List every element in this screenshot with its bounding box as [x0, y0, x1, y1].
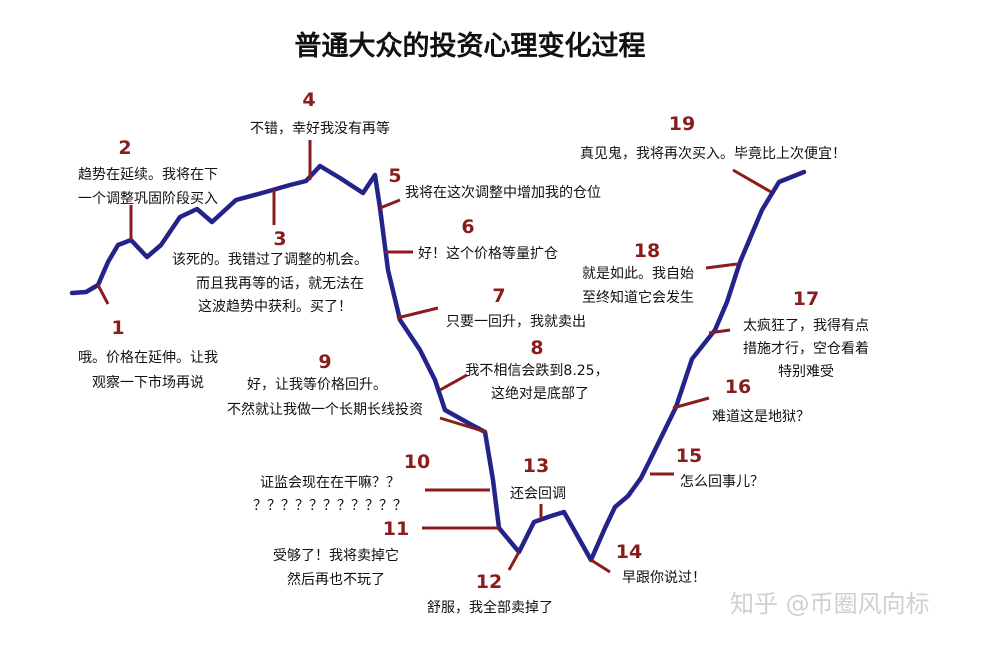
step-number: 18 — [634, 240, 660, 262]
step-text: 早跟你说过！ — [622, 570, 706, 586]
step-7: 7 只要一回升，我就卖出 — [446, 285, 586, 330]
step-number: 7 — [492, 285, 505, 307]
step-text: 特别难受 — [778, 364, 834, 380]
step-number: 4 — [302, 89, 315, 111]
connector-7 — [396, 306, 439, 320]
connector-ticks — [96, 140, 772, 574]
step-text: ？？？？？？？？？？？ — [253, 498, 407, 514]
step-number: 19 — [669, 113, 695, 135]
step-number: 6 — [461, 216, 474, 238]
step-text: 不错，幸好我没有再等 — [250, 120, 390, 137]
step-number: 12 — [476, 571, 502, 593]
diagram-title: 普通大众的投资心理变化过程 — [295, 30, 646, 62]
step-text: 怎么回事儿？ — [680, 474, 764, 490]
step-13: 13 还会回调 — [510, 455, 566, 502]
price-curve — [69, 163, 807, 563]
step-text: 好，让我等价格回升。 — [247, 376, 387, 393]
step-number: 1 — [111, 317, 124, 339]
step-number: 2 — [118, 137, 131, 159]
step-19: 19 真见鬼，我将再次买入。毕竟比上次便宜！ — [580, 113, 846, 162]
step-text: 哦。价格在延伸。让我 — [78, 350, 218, 366]
step-number: 11 — [383, 518, 409, 540]
watermark: 知乎 @币圈风向标 — [730, 590, 930, 618]
connector-5 — [379, 198, 401, 210]
step-text: 措施才行，空仓看着 — [743, 341, 869, 357]
step-text: 趋势在延续。我将在下 — [78, 166, 218, 183]
step-text: 这绝对是底部了 — [491, 385, 589, 402]
step-text: 而且我再等的话，就无法在 — [196, 275, 364, 292]
step-9: 9 好，让我等价格回升。 不然就让我做一个长期长线投资 — [227, 351, 423, 418]
step-text: 只要一回升，我就卖出 — [446, 314, 586, 330]
step-text: 观察一下市场再说 — [92, 374, 204, 391]
connector-9 — [439, 416, 487, 434]
connector-16 — [672, 396, 710, 410]
step-5: 5 我将在这次调整中增加我的仓位 — [388, 165, 601, 201]
connector-14 — [590, 558, 611, 574]
connector-18 — [705, 262, 738, 270]
step-text: 就是如此。我自始 — [582, 266, 694, 282]
step-text: 一个调整巩固阶段买入 — [78, 191, 218, 207]
step-number: 8 — [530, 337, 543, 359]
step-1: 1 哦。价格在延伸。让我 观察一下市场再说 — [78, 317, 218, 391]
connector-17 — [708, 328, 731, 335]
step-text: 难道这是地狱？ — [712, 408, 810, 425]
step-3: 3 该死的。我错过了调整的机会。 而且我再等的话，就无法在 这波趋势中获利。买了… — [172, 228, 368, 315]
step-6: 6 好！这个价格等量扩仓 — [418, 216, 558, 262]
step-14: 14 早跟你说过！ — [616, 541, 706, 586]
connector-12 — [507, 551, 521, 571]
step-16: 16 难道这是地狱？ — [712, 376, 810, 425]
step-number: 17 — [793, 288, 819, 310]
step-10: 10 证监会现在在干嘛？？ ？？？？？？？？？？？ — [253, 451, 430, 514]
step-text: 舒服，我全部卖掉了 — [427, 599, 553, 616]
step-18: 18 就是如此。我自始 至终知道它会发生 — [582, 240, 694, 306]
step-8: 8 我不相信会跌到8.25， 这绝对是底部了 — [465, 337, 608, 402]
step-text: 这波趋势中获利。买了！ — [198, 298, 352, 315]
step-text: 还会回调 — [510, 486, 566, 502]
step-text: 然后再也不玩了 — [287, 571, 385, 588]
connector-8 — [439, 373, 468, 392]
step-text: 受够了！我将卖掉它 — [273, 547, 399, 564]
step-text: 我不相信会跌到8.25， — [465, 363, 608, 379]
step-12: 12 舒服，我全部卖掉了 — [427, 571, 553, 616]
step-4: 4 不错，幸好我没有再等 — [250, 89, 390, 137]
step-text: 至终知道它会发生 — [582, 289, 694, 306]
step-number: 13 — [523, 455, 549, 477]
step-11: 11 受够了！我将卖掉它 然后再也不玩了 — [273, 518, 409, 588]
step-number: 14 — [616, 541, 642, 563]
step-2: 2 趋势在延续。我将在下 一个调整巩固阶段买入 — [78, 137, 218, 207]
connector-1 — [96, 284, 110, 305]
step-text: 不然就让我做一个长期长线投资 — [227, 401, 423, 418]
step-text: 证监会现在在干嘛？？ — [260, 475, 400, 491]
step-text: 好！这个价格等量扩仓 — [418, 245, 558, 262]
step-15: 15 怎么回事儿？ — [676, 445, 764, 490]
step-number: 9 — [318, 351, 331, 373]
step-17: 17 太疯狂了，我得有点 措施才行，空仓看着 特别难受 — [743, 288, 869, 380]
step-text: 真见鬼，我将再次买入。毕竟比上次便宜！ — [580, 146, 846, 162]
step-number: 15 — [676, 445, 702, 467]
step-text: 该死的。我错过了调整的机会。 — [172, 252, 368, 268]
step-number: 10 — [404, 451, 430, 473]
step-number: 16 — [725, 376, 751, 398]
step-number: 3 — [273, 228, 286, 250]
connector-19 — [732, 168, 772, 194]
step-text: 我将在这次调整中增加我的仓位 — [405, 184, 601, 201]
step-text: 太疯狂了，我得有点 — [743, 317, 869, 334]
step-number: 5 — [388, 165, 401, 187]
